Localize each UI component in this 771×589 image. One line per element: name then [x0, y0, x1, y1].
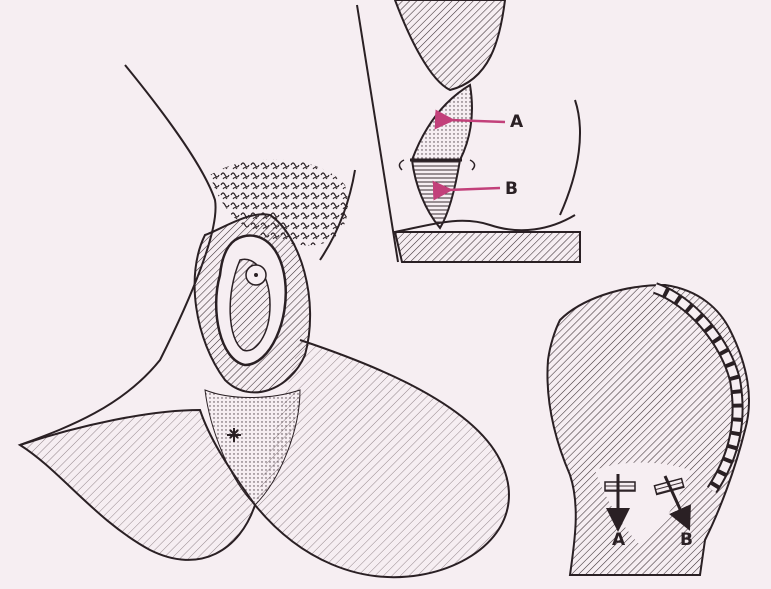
side-label-a: A — [612, 530, 626, 550]
top-label-b: B — [505, 179, 518, 199]
top-label-a: A — [510, 112, 524, 132]
side-label-b: B — [680, 530, 693, 550]
